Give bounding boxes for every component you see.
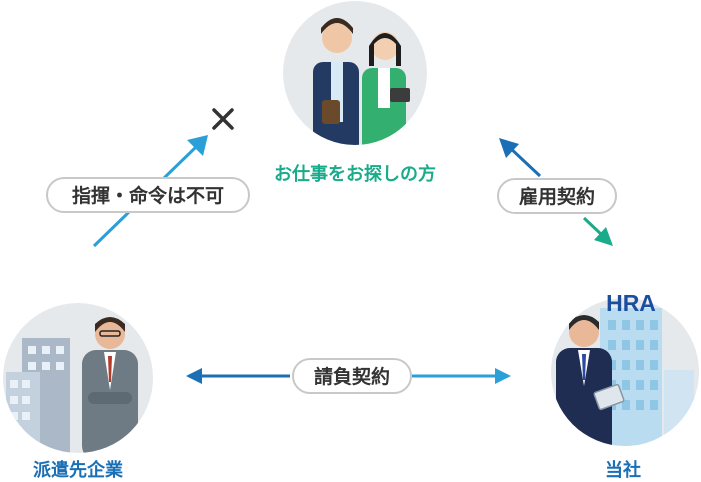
our-company-label: 当社	[605, 460, 641, 481]
cross-icon	[212, 108, 234, 130]
job-seeker-avatar	[283, 1, 427, 145]
subcontract-label: 請負契約	[292, 358, 412, 394]
person-pair-icon	[313, 18, 410, 145]
no-command-label: 指揮・命令は不可	[46, 177, 250, 213]
employment-arrow	[499, 138, 613, 246]
job-seeker-label: お仕事をお探しの方	[274, 164, 436, 185]
employment-contract-label: 雇用契約	[497, 178, 617, 214]
contract-arrow	[186, 368, 511, 384]
hra-logo: HRA	[606, 290, 656, 316]
client-company-avatar	[3, 303, 153, 453]
business-man-icon	[82, 317, 138, 453]
client-company-label: 派遣先企業	[33, 460, 123, 481]
our-company-avatar	[551, 298, 699, 446]
